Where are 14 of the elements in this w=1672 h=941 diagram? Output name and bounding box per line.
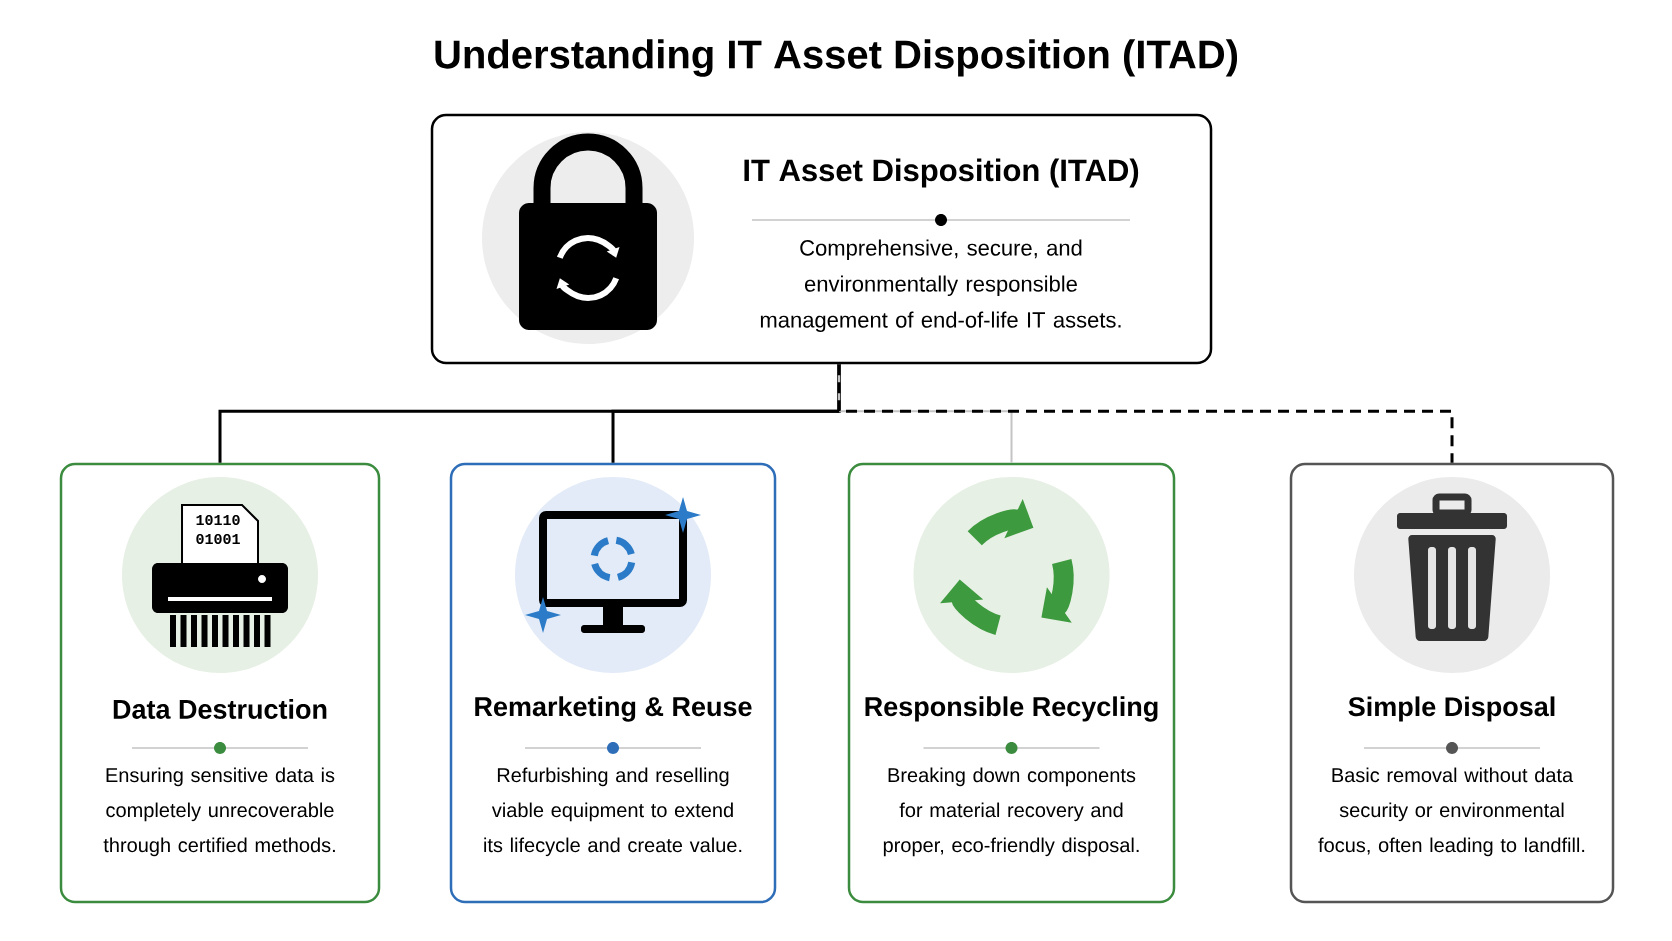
heading: Data Destruction	[113, 699, 327, 719]
connector	[837, 364, 1454, 463]
description: Ensuring sensitive data is completely unrecoverable through certified methods.	[103, 767, 335, 857]
heading: Remarketing & Reuse	[475, 696, 752, 722]
description: Refurbishing and reselling viable equipment to extend its lifecycle and create value.	[484, 767, 742, 857]
title: Understanding IT Asset Disposition (ITAD)	[435, 39, 1238, 77]
description: Breaking down components for material recovery and proper, eco-friendly disposal.	[883, 767, 1139, 857]
binary-text: 01001	[196, 533, 240, 545]
description: Comprehensive, secure, and environmentally responsible management of end-of-life IT assets.	[760, 239, 1121, 333]
heading: Simple Disposal	[1348, 696, 1555, 722]
heading: Responsible Recycling	[865, 696, 1158, 722]
binary-text: 10110	[196, 514, 240, 526]
description: Basic removal without data security or environmental focus, often leading to landfill.	[1318, 767, 1585, 857]
heading: IT Asset Disposition (ITAD)	[744, 158, 1139, 188]
